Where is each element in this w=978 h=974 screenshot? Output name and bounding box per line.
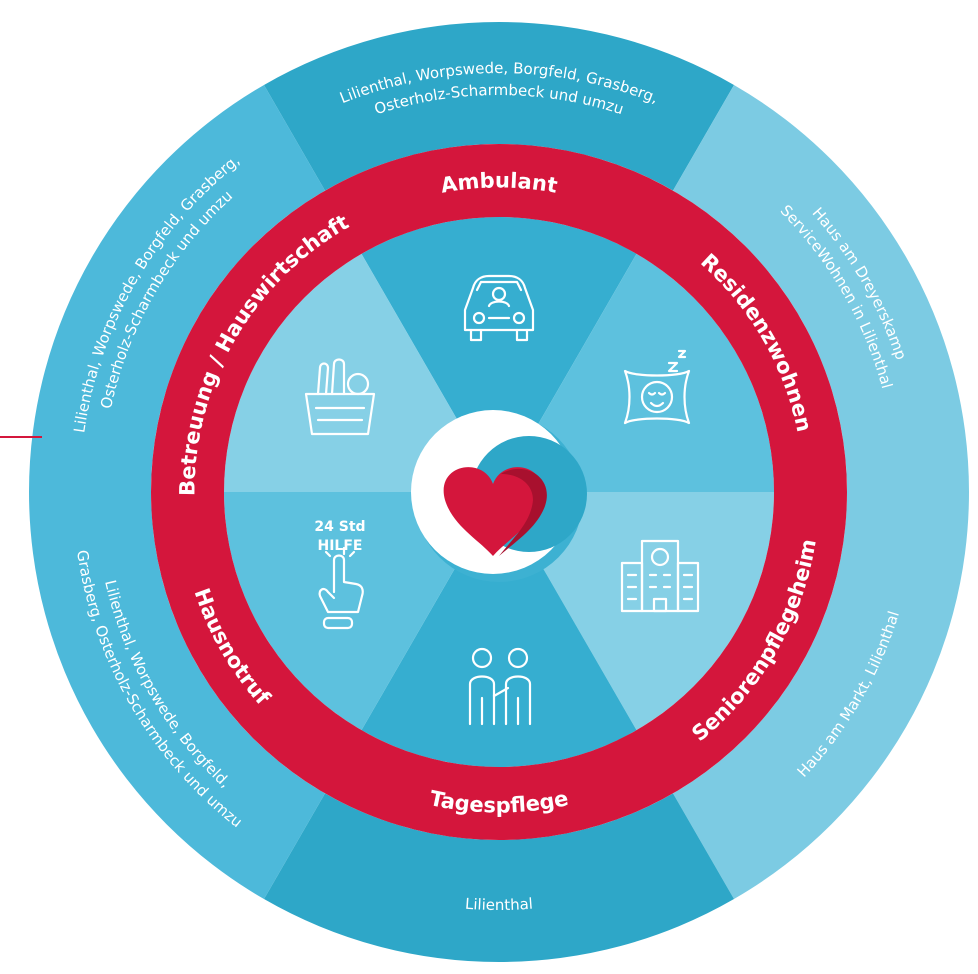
inner-sector-ambulant [361, 217, 637, 493]
car-with-driver-icon [463, 274, 535, 342]
inner-sector-hausnotruf [224, 492, 499, 731]
outer-sector-betreuung [29, 84, 325, 492]
care-home-building-icon [620, 539, 700, 613]
shopping-basket-icon [304, 358, 376, 436]
emergency-button-hand-icon [318, 546, 364, 630]
outer-sector-seniorenpflegeheim [673, 492, 969, 900]
inner-sector-residenzwohnen [499, 253, 774, 492]
hausnotruf-badge-text: 24 Std [314, 519, 365, 535]
location-text-tagespflege: Lilienthal [465, 895, 534, 914]
left-marker-line [0, 436, 42, 438]
outer-sector-tagespflege [264, 793, 734, 962]
heart-logo-icon [443, 467, 543, 556]
hausnotruf-badge-text: HILFE [318, 538, 363, 554]
outer-sector-residenzwohnen [673, 84, 969, 492]
inner-sector-tagespflege [361, 492, 637, 767]
two-people-support-icon [468, 647, 532, 726]
inner-sector-betreuung [224, 253, 499, 492]
outer-sector-ambulant [264, 21, 734, 191]
sleeping-face-pillow-icon [623, 349, 691, 425]
heart-shade [499, 468, 547, 556]
outer-sector-hausnotruf [29, 492, 325, 900]
